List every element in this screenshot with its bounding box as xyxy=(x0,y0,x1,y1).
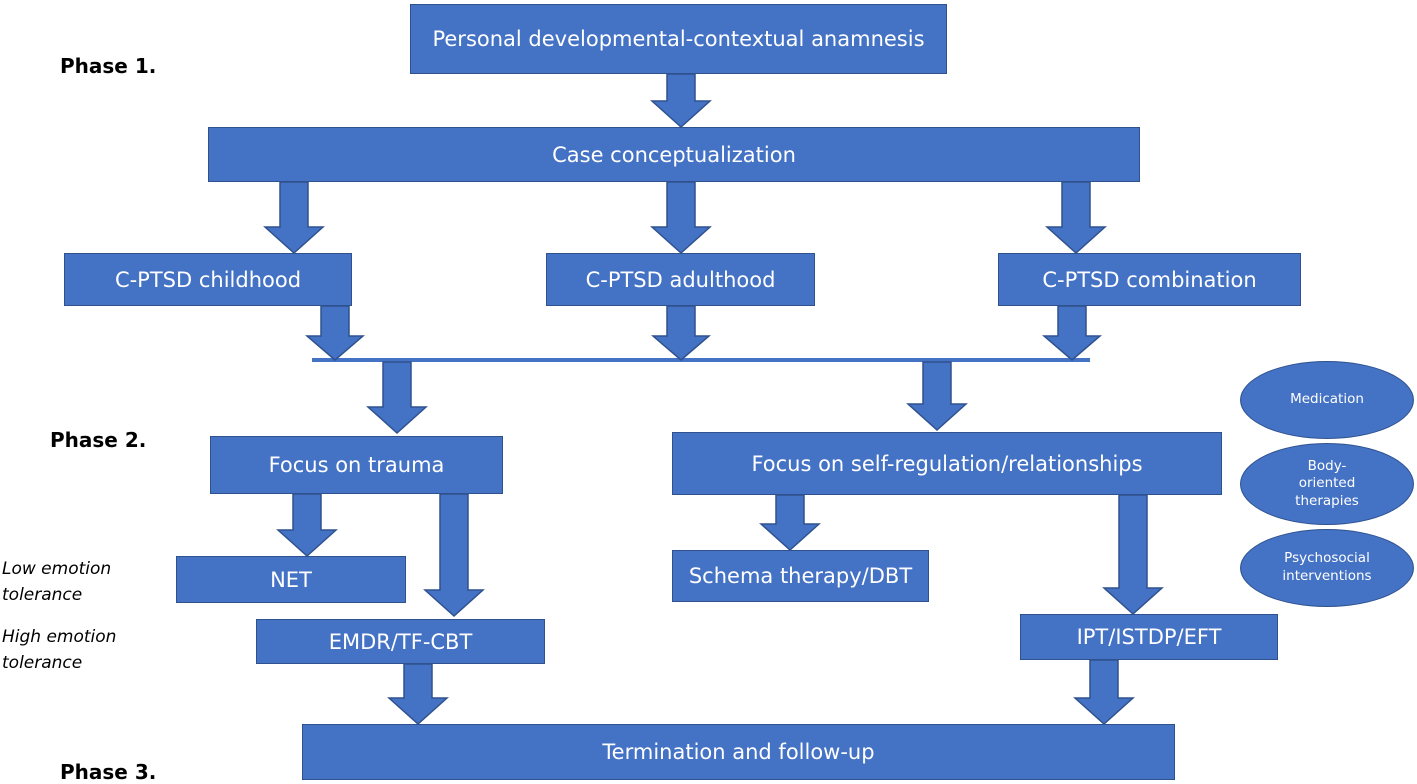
arrow-case-to-childhood xyxy=(263,181,325,255)
phase-1-label: Phase 1. xyxy=(60,54,157,78)
ipt-box: IPT/ISTDP/EFT xyxy=(1020,614,1278,660)
body-oriented-oval: Body-oriented therapies xyxy=(1240,443,1414,525)
psychosocial-oval: Psychosocial interventions xyxy=(1240,529,1414,607)
focus-self-regulation-box: Focus on self-regulation/relationships xyxy=(672,432,1222,495)
arrow-adulthood-to-merge xyxy=(650,305,712,361)
schema-box: Schema therapy/DBT xyxy=(672,550,929,602)
arrow-ipt-to-termination xyxy=(1073,659,1135,726)
medication-oval: Medication xyxy=(1240,361,1414,439)
cptsd-adulthood-box: C-PTSD adulthood xyxy=(546,253,815,306)
arrow-anamnesis-to-case xyxy=(650,73,712,129)
anamnesis-box: Personal developmental-contextual anamne… xyxy=(410,4,947,74)
focus-trauma-box: Focus on trauma xyxy=(210,436,503,494)
high-tolerance-label: High emotion tolerance xyxy=(2,627,117,673)
arrow-case-to-adulthood xyxy=(650,181,712,255)
arrow-merge-to-trauma xyxy=(366,361,428,435)
arrow-trauma-to-emdr xyxy=(423,493,485,618)
case-conceptualization-box: Case conceptualization xyxy=(208,127,1140,182)
low-tolerance-label: Low emotion tolerance xyxy=(2,559,112,605)
arrow-trauma-to-net xyxy=(276,493,338,558)
phase-3-label: Phase 3. xyxy=(60,760,157,784)
emdr-box: EMDR/TF-CBT xyxy=(256,619,545,664)
arrow-childhood-to-merge xyxy=(304,305,366,361)
arrow-self-regulation-to-schema xyxy=(759,494,821,552)
psychosocial-label: Psychosocial interventions xyxy=(1282,550,1372,584)
arrow-self-regulation-to-ipt xyxy=(1102,494,1164,616)
arrow-case-to-combination xyxy=(1045,181,1107,255)
cptsd-childhood-box: C-PTSD childhood xyxy=(64,253,352,306)
arrow-merge-to-self-regulation xyxy=(906,361,968,432)
arrow-combination-to-merge xyxy=(1041,305,1103,361)
cptsd-combination-box: C-PTSD combination xyxy=(998,253,1301,306)
arrow-emdr-to-termination xyxy=(387,663,449,726)
phase-2-label: Phase 2. xyxy=(50,428,147,452)
net-box: NET xyxy=(176,556,406,603)
termination-box: Termination and follow-up xyxy=(302,724,1175,780)
body-oriented-label: Body-oriented therapies xyxy=(1295,457,1359,509)
